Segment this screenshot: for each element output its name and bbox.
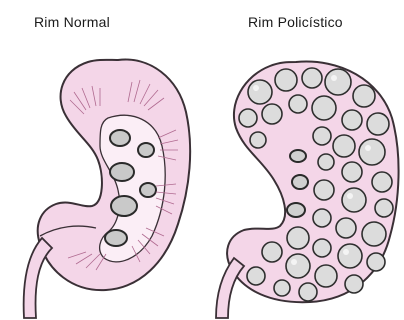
polycystic-ureter <box>216 258 244 318</box>
normal-ureter <box>24 238 52 318</box>
polycystic-kidney <box>216 62 399 318</box>
normal-kidney <box>24 60 191 318</box>
